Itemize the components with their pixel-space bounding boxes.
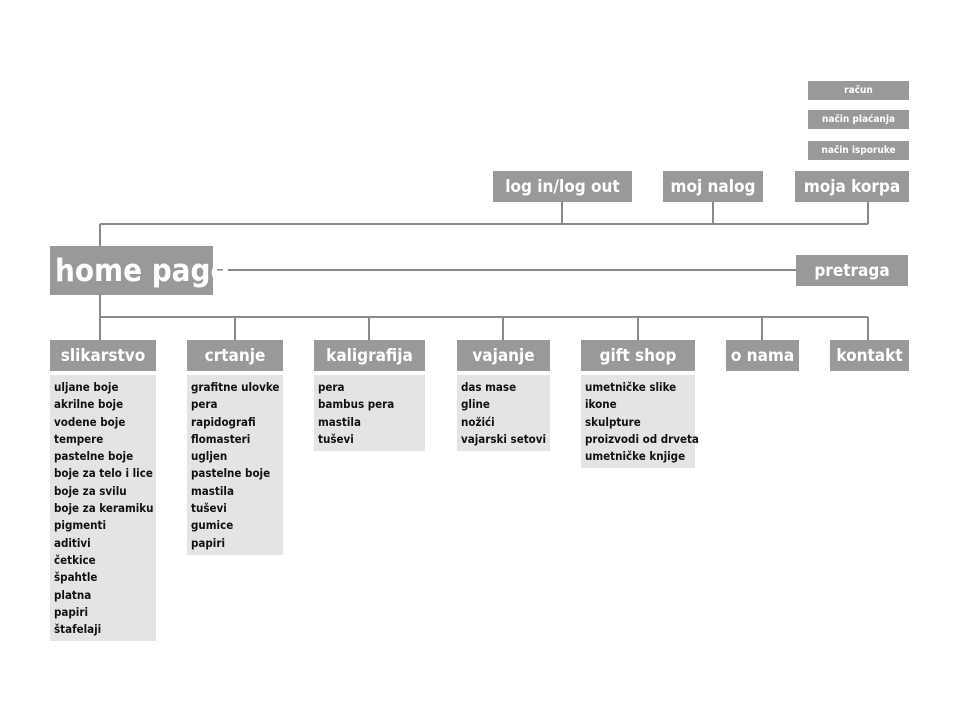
list-item[interactable]: umetničke knjige (585, 449, 686, 464)
list-item[interactable]: štafelaji (54, 622, 102, 637)
list-item[interactable]: aditivi (54, 535, 91, 550)
category-o-nama[interactable]: o nama (726, 340, 799, 371)
list-crtanje: grafitne ulovke pera rapidografi flomasteri… (187, 375, 283, 555)
list-item[interactable]: boje za telo i lice (54, 466, 153, 481)
list-item[interactable]: vodene boje (54, 414, 126, 429)
list-kaligrafija: pera bambus pera mastila tuševi (314, 375, 425, 452)
list-item[interactable]: papiri (191, 535, 225, 550)
list-item[interactable]: tempere (54, 431, 104, 446)
category-gift-shop[interactable]: gift shop (581, 340, 695, 371)
list-item[interactable]: boje za svilu (54, 483, 127, 498)
list-item[interactable]: rapidografi (191, 414, 256, 429)
list-item[interactable]: ikone (585, 397, 617, 412)
list-item[interactable]: pera (318, 380, 345, 394)
list-item[interactable]: proizvodi od drveta (585, 431, 699, 446)
list-item[interactable]: das mase (461, 380, 517, 394)
list-gift-shop: umetničke slike ikone skulpture proizvodi o… (581, 375, 699, 469)
search-node[interactable]: pretraga (796, 255, 908, 286)
list-item[interactable]: vajarski setovi (461, 431, 547, 446)
list-item[interactable]: mastila (318, 414, 361, 429)
list-item[interactable]: papiri (54, 604, 88, 619)
list-item[interactable]: četkice (54, 552, 96, 567)
list-item[interactable]: akrilne boje (54, 397, 124, 412)
cart-sub-invoice[interactable]: račun (808, 81, 909, 100)
list-item[interactable]: špahtle (54, 570, 98, 585)
list-item[interactable]: pigmenti (54, 518, 107, 533)
list-item[interactable]: mastila (191, 483, 234, 498)
list-item[interactable]: tuševi (318, 431, 354, 446)
list-item[interactable]: gumice (191, 518, 234, 533)
category-slikarstvo[interactable]: slikarstvo (50, 340, 156, 371)
list-item[interactable]: nožići (461, 414, 495, 429)
list-item[interactable]: grafitne ulovke (191, 380, 280, 394)
category-vajanje[interactable]: vajanje (457, 340, 550, 371)
list-item[interactable]: tuševi (191, 501, 227, 516)
my-account-node[interactable]: moj nalog (663, 171, 763, 202)
list-item[interactable]: platna (54, 587, 92, 602)
list-item[interactable]: pera (191, 397, 218, 412)
list-item[interactable]: boje za keramiku (54, 501, 154, 516)
category-kaligrafija[interactable]: kaligrafija (314, 340, 425, 371)
list-item[interactable]: gline (461, 397, 490, 412)
home-page-node[interactable]: home page (50, 246, 229, 295)
list-item[interactable]: flomasteri (191, 431, 251, 446)
category-kontakt[interactable]: kontakt (830, 340, 909, 371)
list-item[interactable]: pastelne boje (54, 449, 134, 464)
my-cart-node[interactable]: moja korpa (795, 171, 909, 202)
list-item[interactable]: bambus pera (318, 397, 395, 412)
list-item[interactable]: ugljen (191, 449, 228, 464)
category-crtanje[interactable]: crtanje (187, 340, 283, 371)
cart-sub-delivery[interactable]: način isporuke (808, 141, 909, 160)
list-item[interactable]: pastelne boje (191, 466, 271, 481)
list-item[interactable]: uljane boje (54, 380, 119, 394)
list-item[interactable]: umetničke slike (585, 380, 677, 394)
login-logout-node[interactable]: log in/log out (493, 171, 632, 202)
cart-sub-payment[interactable]: način plaćanja (808, 110, 909, 129)
list-vajanje: das mase gline nožići vajarski setovi (457, 375, 550, 452)
list-slikarstvo: uljane boje akrilne boje vodene boje temper… (50, 375, 156, 642)
list-item[interactable]: skulpture (585, 414, 641, 429)
